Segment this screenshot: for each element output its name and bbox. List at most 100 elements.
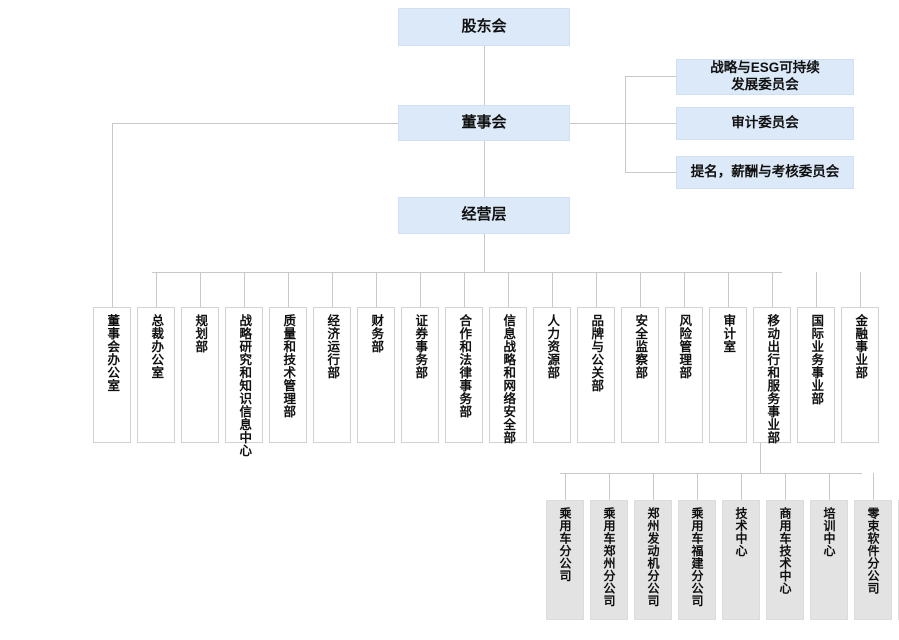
connector-department-riser	[156, 272, 157, 307]
node-subsidiary[interactable]: 技术中心	[722, 500, 760, 620]
connector-department-riser	[244, 272, 245, 307]
connector-subsidiary-riser-branch	[609, 473, 610, 500]
node-department[interactable]: 审计室	[709, 307, 747, 443]
connector-department-riser	[464, 272, 465, 307]
shareholders-meeting-label: 股东会	[461, 17, 507, 35]
node-department[interactable]: 人力资源部	[533, 307, 571, 443]
connector-board-to-board-office	[112, 123, 400, 124]
subsidiary-label: 乘用车福建分公司	[690, 507, 704, 607]
node-subsidiary[interactable]: 零束软件分公司	[854, 500, 892, 620]
department-label: 风险管理部	[677, 314, 692, 379]
node-committee-strategy-esg[interactable]: 战略与ESG可持续发展委员会	[676, 59, 854, 95]
node-committee-audit[interactable]: 审计委员会	[676, 107, 854, 140]
node-department[interactable]: 安全监察部	[621, 307, 659, 443]
department-label: 金融事业部	[853, 314, 868, 379]
node-management-layer[interactable]: 经营层	[398, 197, 570, 234]
node-department[interactable]: 董事会办公室	[93, 307, 131, 443]
connector-subsidiary-riser-branch	[873, 473, 874, 500]
node-subsidiary[interactable]: 乘用车分公司	[546, 500, 584, 620]
connector-subsidiary-riser-branch	[785, 473, 786, 500]
department-label: 品牌与公关部	[589, 314, 604, 392]
node-department[interactable]: 财务部	[357, 307, 395, 443]
connector-shareholders-to-board	[484, 46, 485, 106]
connector-subsidiary-riser	[760, 443, 761, 474]
subsidiary-label: 乘用车分公司	[558, 507, 572, 582]
department-label: 移动出行和服务事业部	[765, 314, 780, 444]
node-department[interactable]: 战略研究和知识信息中心	[225, 307, 263, 457]
node-committee-nomination-remuneration[interactable]: 提名，薪酬与考核委员会	[676, 156, 854, 189]
department-label: 证券事务部	[413, 314, 428, 379]
node-subsidiary[interactable]: 乘用车福建分公司	[678, 500, 716, 620]
department-label: 国际业务事业部	[809, 314, 824, 405]
node-department[interactable]: 国际业务事业部	[797, 307, 835, 443]
subsidiary-label: 郑州发动机分公司	[646, 507, 660, 607]
node-department[interactable]: 移动出行和服务事业部	[753, 307, 791, 444]
department-label: 质量和技术管理部	[281, 314, 296, 418]
department-label: 人力资源部	[545, 314, 560, 379]
subsidiary-label: 商用车技术中心	[778, 507, 792, 595]
connector-department-riser	[772, 272, 773, 307]
connector-subsidiary-riser-branch	[829, 473, 830, 500]
connector-committee-1	[625, 76, 676, 77]
connector-committee-vertical-bus	[625, 76, 626, 172]
connector-department-riser	[552, 272, 553, 307]
department-label: 规划部	[193, 314, 208, 353]
node-department[interactable]: 合作和法律事务部	[445, 307, 483, 443]
connector-department-riser	[376, 272, 377, 307]
connector-department-riser	[508, 272, 509, 307]
connector-subsidiary-riser-branch	[653, 473, 654, 500]
connector-department-riser	[288, 272, 289, 307]
node-subsidiary[interactable]: 乘用车郑州分公司	[590, 500, 628, 620]
connector-subsidiary-riser-branch	[697, 473, 698, 500]
committee-nomination-remuneration-label: 提名，薪酬与考核委员会	[690, 164, 840, 180]
node-board-of-directors[interactable]: 董事会	[398, 105, 570, 141]
node-subsidiary[interactable]: 郑州发动机分公司	[634, 500, 672, 620]
department-label: 董事会办公室	[105, 314, 120, 392]
node-department[interactable]: 证券事务部	[401, 307, 439, 443]
node-subsidiary[interactable]: 商用车技术中心	[766, 500, 804, 620]
connector-board-to-committee-bus	[570, 123, 676, 124]
connector-department-riser	[640, 272, 641, 307]
department-label: 信息战略和网络安全部	[501, 314, 516, 444]
node-department[interactable]: 质量和技术管理部	[269, 307, 307, 443]
connector-department-bus	[152, 272, 782, 273]
connector-board-to-management	[484, 140, 485, 197]
department-label: 安全监察部	[633, 314, 648, 379]
department-label: 经济运行部	[325, 314, 340, 379]
committee-audit-label: 审计委员会	[731, 115, 799, 131]
connector-department-riser	[332, 272, 333, 307]
node-department[interactable]: 金融事业部	[841, 307, 879, 443]
connector-board-office-riser	[112, 123, 113, 307]
board-of-directors-label: 董事会	[461, 113, 507, 131]
node-department[interactable]: 经济运行部	[313, 307, 351, 443]
node-department[interactable]: 风险管理部	[665, 307, 703, 443]
node-department[interactable]: 信息战略和网络安全部	[489, 307, 527, 444]
department-label: 财务部	[369, 314, 384, 353]
connector-management-to-bus	[484, 233, 485, 272]
node-department[interactable]: 总裁办公室	[137, 307, 175, 443]
connector-committee-3	[625, 172, 676, 173]
connector-department-riser	[596, 272, 597, 307]
node-shareholders-meeting[interactable]: 股东会	[398, 8, 570, 46]
management-layer-label: 经营层	[461, 206, 507, 224]
department-label: 战略研究和知识信息中心	[237, 314, 252, 457]
connector-department-riser	[684, 272, 685, 307]
subsidiary-label: 乘用车郑州分公司	[602, 507, 616, 607]
connector-subsidiary-riser-branch	[565, 473, 566, 500]
connector-department-riser	[728, 272, 729, 307]
subsidiary-label: 培训中心	[822, 507, 836, 557]
connector-department-riser	[816, 272, 817, 307]
connector-committee-2	[625, 123, 676, 124]
connector-department-riser	[200, 272, 201, 307]
subsidiary-label: 零束软件分公司	[866, 507, 880, 595]
node-department[interactable]: 规划部	[181, 307, 219, 443]
committee-strategy-esg-label: 战略与ESG可持续发展委员会	[710, 60, 820, 92]
subsidiary-label: 技术中心	[734, 507, 748, 557]
department-label: 审计室	[721, 314, 736, 353]
department-label: 合作和法律事务部	[457, 314, 472, 418]
connector-department-riser	[860, 272, 861, 307]
node-department[interactable]: 品牌与公关部	[577, 307, 615, 443]
node-subsidiary[interactable]: 培训中心	[810, 500, 848, 620]
connector-subsidiary-bus	[560, 473, 862, 474]
